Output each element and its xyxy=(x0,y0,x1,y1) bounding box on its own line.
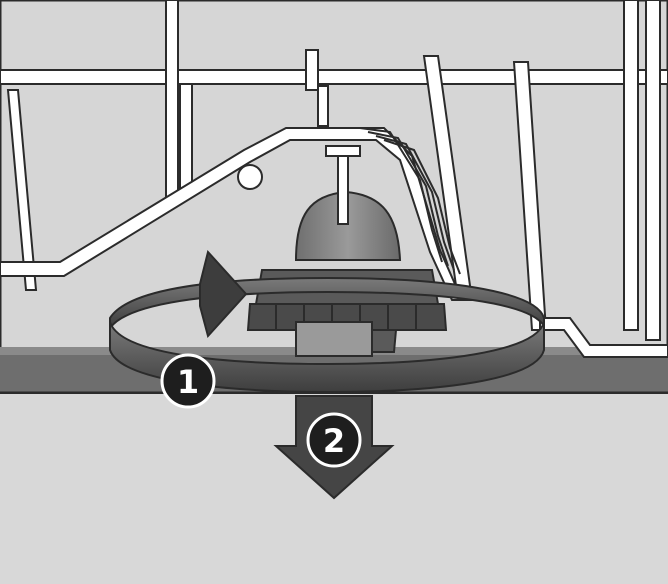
step-badge-1: 1 xyxy=(160,353,216,409)
step-number-2: 2 xyxy=(323,422,345,460)
step-badge-2: 2 xyxy=(306,412,362,468)
step-number-1: 1 xyxy=(177,363,199,401)
rack-wires xyxy=(0,0,668,341)
rotation-arrow xyxy=(109,249,545,394)
rack-diagonal-wire xyxy=(0,127,668,358)
spray-arm-cap xyxy=(294,145,402,261)
rack-folded-tines xyxy=(359,127,461,275)
